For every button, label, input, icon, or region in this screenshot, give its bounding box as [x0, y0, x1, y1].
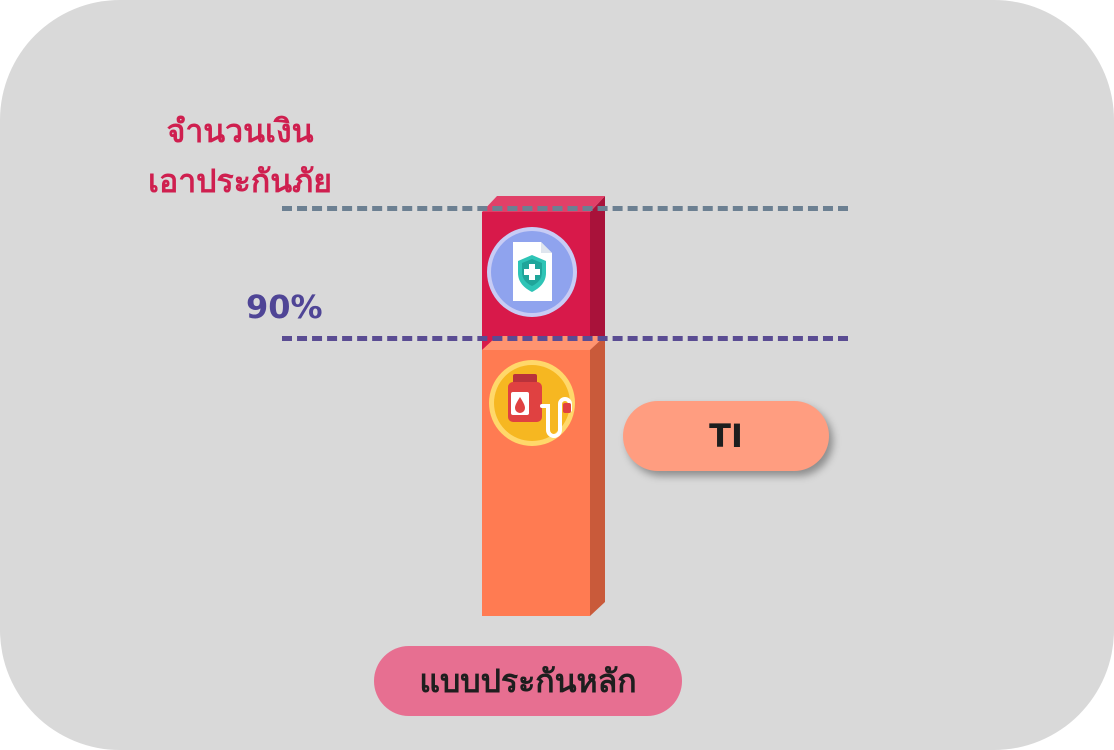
main-plan-pill-label: แบบประกันหลัก	[419, 661, 637, 700]
sum-insured-dashed-line	[282, 206, 848, 211]
sum-insured-label-line1: จำนวนเงิน	[166, 112, 314, 150]
ti-pill: TI	[623, 401, 829, 471]
ninety-percent-dashed-line	[282, 336, 848, 341]
bar-bottom-side-face	[590, 336, 605, 616]
ti-pill-label: TI	[709, 417, 743, 455]
sum-insured-label-line2: เอาประกันภัย	[148, 162, 332, 200]
sum-insured-label: จำนวนเงิน เอาประกันภัย	[105, 106, 375, 206]
main-plan-pill: แบบประกันหลัก	[374, 646, 682, 716]
insurance-document-shield-icon	[487, 227, 577, 317]
blood-bag-icon	[489, 360, 575, 446]
ninety-percent-label: 90%	[246, 288, 323, 326]
bar-top-side-face	[590, 196, 605, 350]
